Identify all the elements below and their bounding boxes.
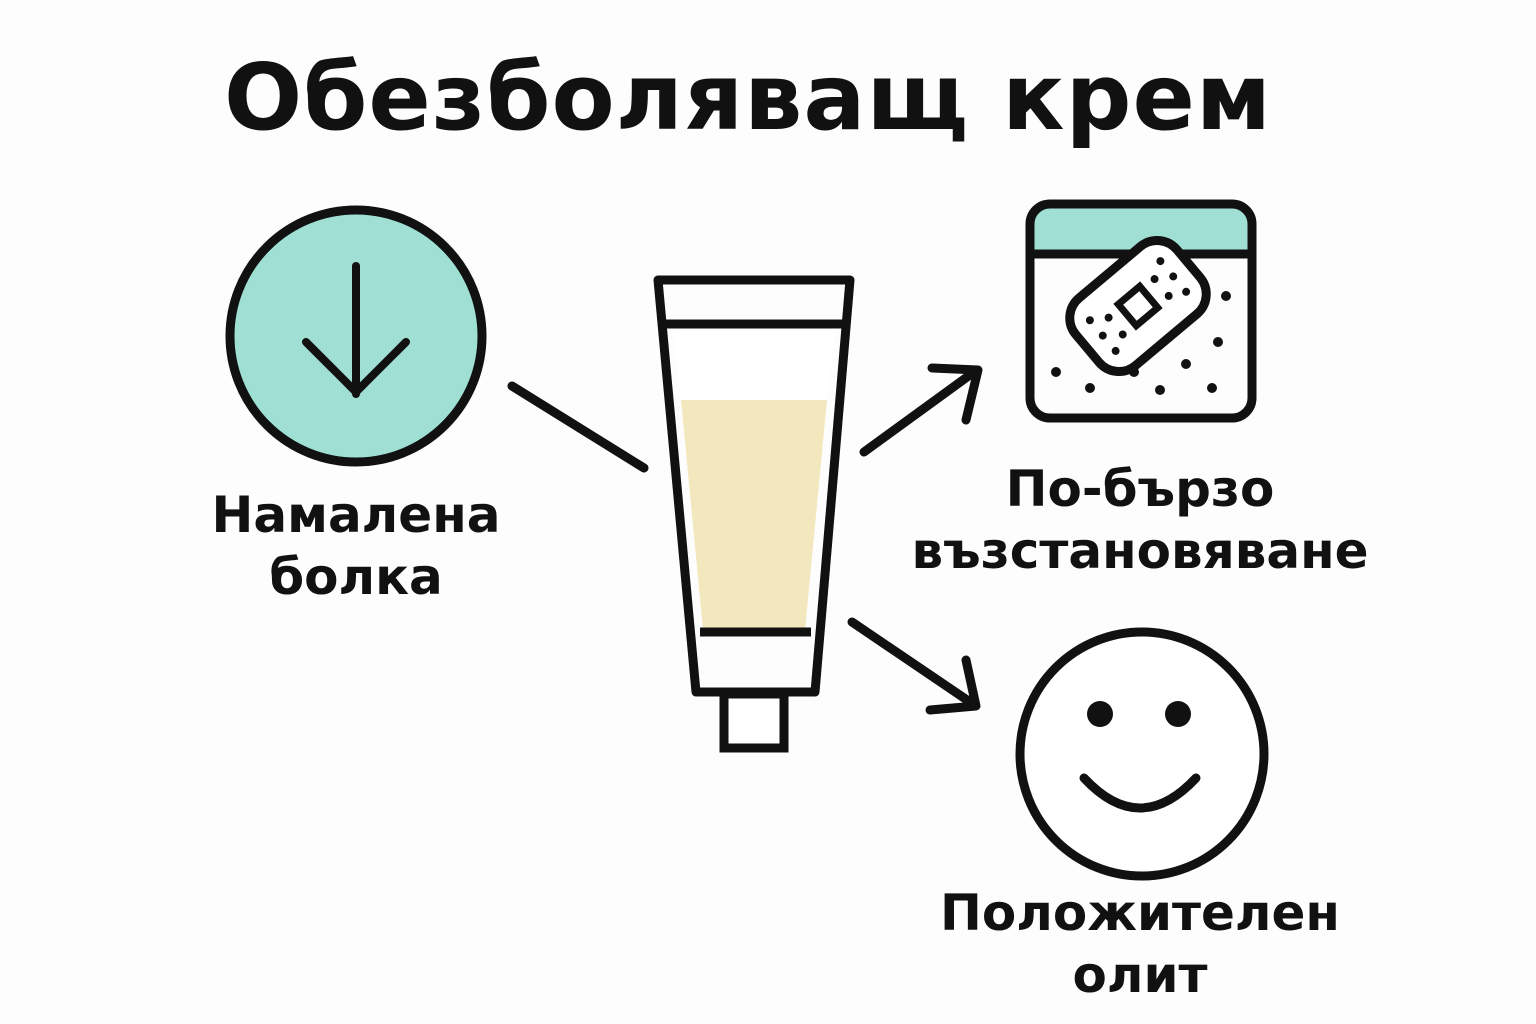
label-line: олит — [1072, 946, 1208, 1004]
arrow-to-outcome — [847, 617, 981, 715]
cream-tube-icon — [653, 275, 855, 753]
down-arrow-circle-icon — [225, 205, 487, 467]
label-line: болка — [269, 548, 443, 606]
connector-pain-tube — [507, 381, 649, 473]
label-faster-recovery: По-бързо възстановяване — [890, 458, 1390, 582]
label-line: По-бързо — [1005, 460, 1275, 518]
label-line: Положителен — [940, 884, 1340, 942]
label-positive-outcome: Положителен олит — [930, 882, 1350, 1006]
smiley-face-icon — [1015, 627, 1269, 881]
label-line: Намалена — [211, 486, 501, 544]
label-reduced-pain: Намалена болка — [196, 484, 516, 608]
page-title: Обезболяващ крем — [223, 44, 1273, 151]
arrow-to-recovery — [859, 363, 983, 457]
bandage-icon — [1025, 199, 1257, 423]
label-line: възстановяване — [911, 522, 1369, 580]
